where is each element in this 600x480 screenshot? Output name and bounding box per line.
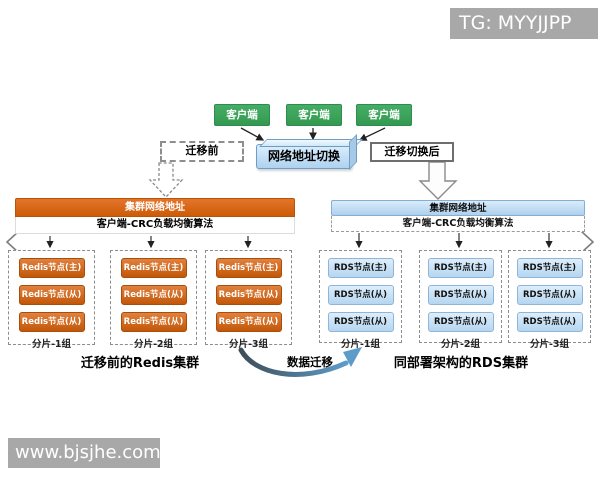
left-continuation-chevron-icon xyxy=(5,230,20,254)
rds-node: RDS节点(主) xyxy=(327,258,394,278)
rds-lb-algorithm-label: 客户端-CRC负载均衡算法 xyxy=(331,216,585,232)
before-migration-dashed-arrow-icon xyxy=(148,162,184,198)
redis-node: Redis节点(从) xyxy=(215,312,282,332)
data-migration-label: 数据迁移 xyxy=(287,355,333,369)
client-to-switch-arrows xyxy=(240,127,386,141)
site-watermark: www.bjsjhe.com xyxy=(8,438,160,468)
rds-shard-group-1: RDS节点(主) RDS节点(从) RDS节点(从) 分片-1组 xyxy=(319,250,402,350)
redis-node: Redis节点(主) xyxy=(215,258,282,278)
redis-node: Redis节点(从) xyxy=(215,285,282,305)
client-box: 客户端 xyxy=(214,104,270,126)
right-continuation-chevron-icon xyxy=(580,230,595,254)
rds-shard-group-2: RDS节点(主) RDS节点(从) RDS节点(从) 分片-2组 xyxy=(419,250,502,350)
rds-node: RDS节点(从) xyxy=(427,285,494,305)
shard-group-label: 分片-3组 xyxy=(529,339,570,350)
redis-shard-group-3: Redis节点(主) Redis节点(从) Redis节点(从) 分片-3组 xyxy=(205,250,292,350)
redis-header-down-arrows xyxy=(46,236,252,249)
phase-after-label: 迁移切换后 xyxy=(370,142,454,162)
rds-node: RDS节点(从) xyxy=(327,285,394,305)
redis-node: Redis节点(主) xyxy=(18,258,85,278)
shard-group-label: 分片-2组 xyxy=(133,339,174,350)
redis-node: Redis节点(从) xyxy=(120,312,187,332)
tg-badge: TG: MYYJJPP xyxy=(450,8,598,39)
data-migration-swoosh-arrow-icon xyxy=(238,347,362,377)
redis-cluster-caption: 迁移前的Redis集群 xyxy=(80,356,200,371)
rds-node: RDS节点(从) xyxy=(516,312,583,332)
redis-node: Redis节点(从) xyxy=(120,285,187,305)
redis-shard-group-2: Redis节点(主) Redis节点(从) Redis节点(从) 分片-2组 xyxy=(110,250,197,350)
rds-node: RDS节点(主) xyxy=(516,258,583,278)
client-box: 客户端 xyxy=(286,104,342,126)
rds-node: RDS节点(从) xyxy=(427,312,494,332)
shard-group-label: 分片-1组 xyxy=(340,339,381,350)
network-address-switch-box: 网络地址切换 xyxy=(256,144,352,169)
redis-node: Redis节点(主) xyxy=(120,258,187,278)
rds-shard-group-3: RDS节点(主) RDS节点(从) RDS节点(从) 分片-3组 xyxy=(508,250,591,350)
rds-cluster-header: 集群网络地址 客户端-CRC负载均衡算法 xyxy=(331,200,585,232)
redis-shard-group-1: Redis节点(主) Redis节点(从) Redis节点(从) 分片-1组 xyxy=(8,250,95,350)
rds-node: RDS节点(主) xyxy=(427,258,494,278)
rds-cluster-caption: 同部署架构的RDS集群 xyxy=(393,356,529,371)
shard-group-label: 分片-1组 xyxy=(31,339,72,350)
client-box: 客户端 xyxy=(356,104,412,126)
shard-group-label: 分片-3组 xyxy=(228,339,269,350)
redis-lb-algorithm-label: 客户端-CRC负载均衡算法 xyxy=(15,217,295,234)
redis-cluster-header: 集群网络地址 客户端-CRC负载均衡算法 xyxy=(15,198,295,234)
rds-cluster-address-bar: 集群网络地址 xyxy=(331,200,585,216)
rds-header-down-arrows xyxy=(355,233,553,249)
redis-cluster-address-bar: 集群网络地址 xyxy=(15,198,295,217)
redis-node: Redis节点(从) xyxy=(18,312,85,332)
redis-node: Redis节点(从) xyxy=(18,285,85,305)
phase-before-label: 迁移前 xyxy=(160,141,244,162)
after-migration-block-arrow-icon xyxy=(418,161,458,200)
rds-node: RDS节点(从) xyxy=(516,285,583,305)
shard-group-label: 分片-2组 xyxy=(440,339,481,350)
rds-node: RDS节点(从) xyxy=(327,312,394,332)
